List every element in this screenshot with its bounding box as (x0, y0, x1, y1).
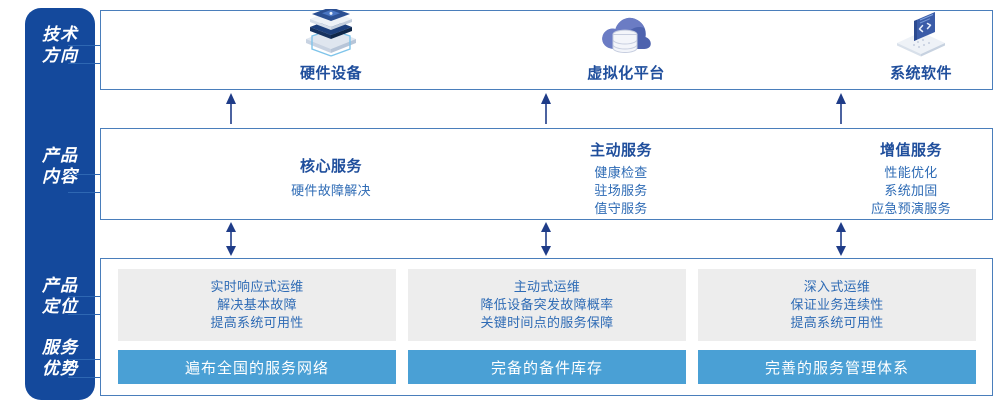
rail-label-line1: 产品 (42, 276, 78, 295)
connector-advantage-1 (68, 359, 102, 360)
connector-tech-1 (68, 45, 102, 46)
cloud-database-icon (516, 11, 736, 59)
service-item-list: 硬件故障解决 (211, 182, 451, 200)
tech-item-label: 硬件设备 (299, 65, 362, 82)
positioning-advantage-panel: 实时响应式运维 解决基本故障 提高系统可用性 遍布全国的服务网络 主动式运维 降… (100, 258, 993, 396)
arrow-up-system-software (836, 93, 846, 124)
service-item: 性能优化 (884, 165, 938, 180)
positioning-line: 提高系统可用性 (790, 315, 884, 330)
rail-label-line2: 定位 (42, 297, 78, 316)
connector-advantage-2 (68, 377, 102, 378)
server-stack-icon (221, 9, 441, 59)
arrow-bidirectional-core (226, 222, 236, 256)
arrow-up-virtualization (541, 93, 551, 124)
tech-item-system-software[interactable]: 系统软件 (811, 11, 1000, 91)
service-item-list: 健康检查 驻场服务 值守服务 (501, 164, 741, 218)
rail-label-product-position: 产品 定位 (25, 275, 95, 317)
positioning-column-proactive[interactable]: 主动式运维 降低设备突发故障概率 关键时间点的服务保障 完备的备件库存 (408, 269, 686, 384)
rail-label-line2: 方向 (42, 46, 78, 65)
service-group-title: 增值服务 (879, 142, 942, 159)
rail-label-product-content: 产品 内容 (25, 145, 95, 187)
positioning-line: 深入式运维 (803, 279, 871, 294)
connector-content-2 (68, 192, 102, 193)
service-item: 健康检查 (594, 165, 648, 180)
rail-label-line1: 技术 (42, 25, 78, 44)
connector-tech-2 (68, 63, 102, 64)
rail-label-tech-direction: 技术 方向 (25, 24, 95, 66)
advantage-bar[interactable]: 完备的备件库存 (408, 350, 686, 384)
advantage-bar[interactable]: 遍布全国的服务网络 (118, 350, 396, 384)
service-group-title: 核心服务 (299, 158, 362, 175)
category-rail (25, 8, 95, 400)
service-group-title: 主动服务 (589, 142, 652, 159)
positioning-line: 主动式运维 (513, 279, 581, 294)
positioning-line: 实时响应式运维 (210, 279, 304, 294)
connector-position-1 (68, 296, 102, 297)
tech-direction-panel: 硬件设备 虚拟化平台 (100, 9, 993, 91)
positioning-box: 主动式运维 降低设备突发故障概率 关键时间点的服务保障 (408, 269, 686, 341)
tech-item-label: 系统软件 (889, 65, 952, 82)
positioning-line: 降低设备突发故障概率 (480, 297, 614, 312)
service-group-core[interactable]: 核心服务 硬件故障解决 (211, 129, 451, 221)
service-item: 驻场服务 (594, 183, 648, 198)
positioning-line: 保证业务连续性 (790, 297, 884, 312)
service-item-list: 性能优化 系统加固 应急预演服务 (791, 164, 1000, 218)
positioning-column-indepth[interactable]: 深入式运维 保证业务连续性 提高系统可用性 完善的服务管理体系 (698, 269, 976, 384)
service-group-proactive[interactable]: 主动服务 健康检查 驻场服务 值守服务 (501, 129, 741, 221)
arrow-up-hardware (226, 93, 236, 124)
laptop-code-icon (811, 11, 1000, 59)
service-group-value-added[interactable]: 增值服务 性能优化 系统加固 应急预演服务 (791, 129, 1000, 221)
positioning-line: 关键时间点的服务保障 (480, 315, 614, 330)
arrow-bidirectional-value-added (836, 222, 846, 256)
tech-item-label: 虚拟化平台 (587, 65, 665, 82)
service-item: 系统加固 (884, 183, 938, 198)
tech-item-virtualization[interactable]: 虚拟化平台 (516, 11, 736, 91)
tech-item-hardware[interactable]: 硬件设备 (221, 9, 441, 91)
rail-label-line2: 内容 (42, 167, 78, 186)
service-item: 应急预演服务 (871, 201, 951, 216)
positioning-column-realtime[interactable]: 实时响应式运维 解决基本故障 提高系统可用性 遍布全国的服务网络 (118, 269, 396, 384)
positioning-line: 解决基本故障 (217, 297, 297, 312)
positioning-line: 提高系统可用性 (210, 315, 304, 330)
arrow-bidirectional-proactive (541, 222, 551, 256)
rail-label-line1: 产品 (42, 146, 78, 165)
service-item: 硬件故障解决 (291, 183, 371, 198)
rail-label-line2: 优势 (42, 359, 78, 378)
connector-position-2 (68, 314, 102, 315)
positioning-box: 实时响应式运维 解决基本故障 提高系统可用性 (118, 269, 396, 341)
connector-content-1 (68, 174, 102, 175)
rail-label-line1: 服务 (42, 338, 78, 357)
product-content-panel: 核心服务 硬件故障解决 主动服务 健康检查 驻场服务 值守服务 增值服务 性能优… (100, 128, 993, 220)
service-item: 值守服务 (594, 201, 648, 216)
positioning-box: 深入式运维 保证业务连续性 提高系统可用性 (698, 269, 976, 341)
advantage-bar[interactable]: 完善的服务管理体系 (698, 350, 976, 384)
rail-label-service-advantage: 服务 优势 (25, 337, 95, 379)
